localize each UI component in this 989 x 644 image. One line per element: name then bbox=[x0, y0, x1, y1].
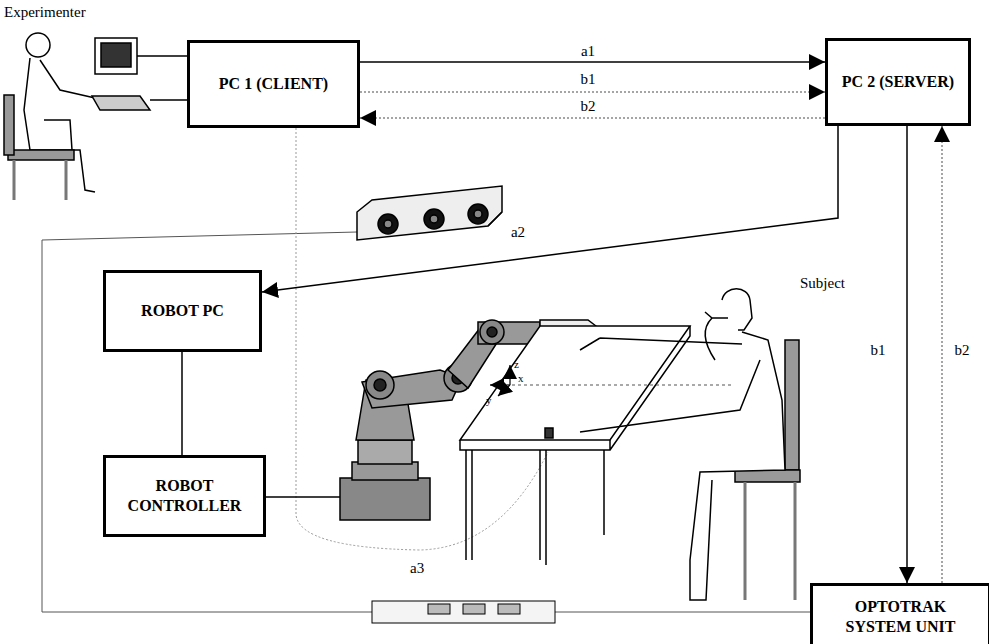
signal-label: a3 bbox=[410, 560, 424, 577]
optotrak-camera bbox=[357, 186, 502, 240]
signal-connector bbox=[941, 126, 943, 583]
computer-terminal bbox=[92, 38, 187, 110]
coordinate-axes bbox=[490, 365, 735, 396]
box-label: PC 1 (CLIENT) bbox=[219, 74, 328, 94]
axis-label: z bbox=[514, 358, 519, 370]
signal-line bbox=[296, 128, 548, 550]
signal-connector bbox=[906, 126, 908, 583]
process-box: PC 1 (CLIENT) bbox=[187, 40, 360, 128]
signal-label: b1 bbox=[579, 71, 598, 88]
signal-connector bbox=[181, 352, 183, 455]
experimenter-figure bbox=[4, 33, 95, 200]
axis-label: y bbox=[486, 394, 492, 406]
subject-figure bbox=[580, 289, 800, 600]
signal-label: b2 bbox=[579, 98, 598, 115]
optotrak-camera bbox=[372, 601, 555, 623]
box-label: PC 2 (SERVER) bbox=[842, 72, 954, 92]
axis-label: x bbox=[518, 372, 524, 384]
process-box: OPTOTRAK SYSTEM UNIT bbox=[810, 583, 989, 644]
box-label: ROBOT PC bbox=[141, 301, 224, 321]
signal-label: b1 bbox=[869, 342, 888, 359]
process-box: ROBOT PC bbox=[103, 270, 262, 352]
signal-connector bbox=[360, 61, 825, 63]
process-box: ROBOT CONTROLLER bbox=[103, 455, 266, 537]
box-label: OPTOTRAK SYSTEM UNIT bbox=[820, 597, 981, 637]
signal-connector bbox=[360, 117, 825, 119]
process-box: PC 2 (SERVER) bbox=[825, 38, 971, 126]
signal-label: a2 bbox=[509, 224, 527, 241]
signal-connector bbox=[360, 91, 825, 93]
signal-label: b2 bbox=[953, 342, 972, 359]
camera-wiring bbox=[42, 232, 812, 612]
signal-connector bbox=[262, 126, 838, 292]
box-label: ROBOT CONTROLLER bbox=[113, 476, 256, 516]
figure-label: Subject bbox=[800, 275, 845, 292]
figure-label: Experimenter bbox=[4, 4, 86, 21]
table bbox=[460, 326, 690, 565]
signal-label: a1 bbox=[579, 43, 597, 60]
